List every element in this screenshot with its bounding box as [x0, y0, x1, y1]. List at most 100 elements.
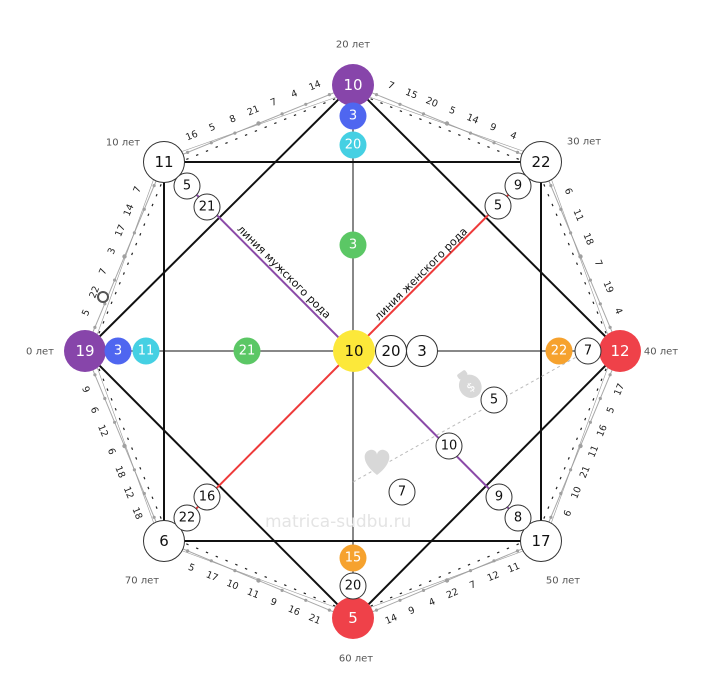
age-tick-dot [132, 231, 136, 235]
age-micro-mark [543, 184, 546, 187]
age-tick-dot [515, 150, 520, 154]
age-micro-mark [428, 122, 432, 125]
outer-age-number: 14 [465, 112, 480, 127]
age-tick-dot [327, 608, 331, 612]
age-micro-mark [596, 388, 599, 391]
age-tick-dot [280, 112, 284, 116]
age-micro-mark [195, 153, 199, 157]
outer-age-number: 21 [246, 104, 261, 119]
age-micro-mark [575, 262, 579, 266]
outer-age-number: 10 [225, 578, 240, 593]
age-micro-mark [122, 427, 125, 431]
age-micro-mark [547, 506, 550, 509]
age-micro-mark [580, 427, 583, 431]
age-micro-mark [551, 496, 554, 500]
outer-age-number: 6 [562, 509, 574, 519]
outer-age-number: 4 [290, 88, 300, 100]
outer-age-number: 4 [612, 306, 624, 316]
age-micro-mark [122, 272, 125, 275]
age-micro-mark [496, 149, 500, 153]
outer-age-number: 16 [595, 423, 610, 438]
outer-age-number: 6 [88, 405, 100, 415]
age-micro-mark [293, 114, 297, 117]
age-micro-mark [118, 281, 121, 285]
outer-age-number: 4 [508, 130, 518, 142]
outer-age-number: 12 [486, 569, 501, 584]
age-tick-dot [578, 254, 583, 259]
age-micro-mark [313, 106, 316, 109]
money-channel-line [352, 350, 588, 483]
age-micro-mark [159, 184, 162, 187]
age-micro-mark [186, 157, 189, 161]
outer-age-number: 11 [506, 561, 521, 576]
age-micro-mark [448, 571, 451, 574]
age-micro-mark [195, 547, 199, 550]
age-micro-mark [131, 447, 134, 450]
age-micro-mark [567, 457, 570, 460]
age-micro-mark [303, 110, 307, 113]
age-tick-dot [327, 93, 331, 97]
outer-age-number: 17 [612, 382, 627, 397]
age-tick-dot [588, 278, 593, 282]
age-micro-mark [126, 437, 130, 441]
age-micro-mark [563, 466, 566, 470]
age-micro-mark [147, 213, 150, 217]
age-tick-dot [444, 578, 450, 583]
age-micro-mark [244, 567, 248, 570]
age-micro-mark [143, 223, 146, 226]
age-micro-mark [496, 551, 500, 554]
outer-age-number: 12 [95, 423, 110, 438]
age-tick-dot [233, 131, 237, 135]
age-tick-dot [93, 373, 97, 377]
age-micro-mark [592, 301, 595, 305]
age-micro-mark [418, 584, 422, 587]
age-micro-mark [293, 588, 297, 591]
age-micro-mark [313, 596, 316, 599]
age-micro-mark [543, 516, 546, 519]
age-tick-dot [559, 207, 563, 211]
age-tick-dot [549, 184, 553, 188]
age-micro-mark [151, 496, 154, 500]
age-micro-mark [323, 102, 326, 105]
age-micro-mark [438, 575, 442, 579]
age-tick-dot [304, 102, 308, 106]
outer-age-number: 9 [407, 605, 417, 617]
age-micro-mark [438, 126, 442, 129]
age-micro-mark [205, 149, 209, 153]
age-micro-mark [274, 122, 277, 125]
outer-age-number: 5 [208, 122, 218, 134]
outer-age-number: 16 [286, 604, 301, 619]
age-micro-mark [477, 559, 481, 562]
age-micro-mark [477, 141, 481, 145]
age-tick-dot [122, 254, 127, 259]
age-tick-dot [608, 325, 612, 329]
outer-age-number: 17 [113, 223, 128, 238]
age-micro-mark [399, 110, 403, 113]
age-micro-mark [303, 592, 307, 595]
outer-age-number: 21 [578, 464, 593, 479]
age-micro-mark [506, 153, 510, 157]
outer-age-number: 5 [605, 405, 617, 415]
outer-age-number: 11 [245, 586, 260, 601]
outer-age-number: 8 [228, 113, 238, 125]
age-tick-dot [588, 420, 593, 424]
outer-age-number: 4 [427, 596, 437, 608]
age-micro-mark [135, 242, 138, 246]
age-micro-mark [234, 137, 238, 141]
age-micro-mark [399, 592, 403, 595]
age-micro-mark [139, 233, 142, 236]
age-tick-dot [186, 549, 190, 553]
age-micro-mark [205, 551, 209, 554]
outer-age-number: 7 [97, 267, 109, 277]
outer-age-number: 7 [132, 185, 144, 195]
age-tick-dot [122, 443, 127, 449]
outer-age-number: 9 [488, 122, 498, 134]
age-micro-mark [139, 466, 142, 470]
age-tick-dot [598, 302, 602, 306]
age-micro-mark [559, 223, 562, 226]
age-tick-dot [398, 102, 402, 106]
outer-age-number: 7 [269, 96, 279, 108]
age-micro-mark [567, 242, 570, 246]
